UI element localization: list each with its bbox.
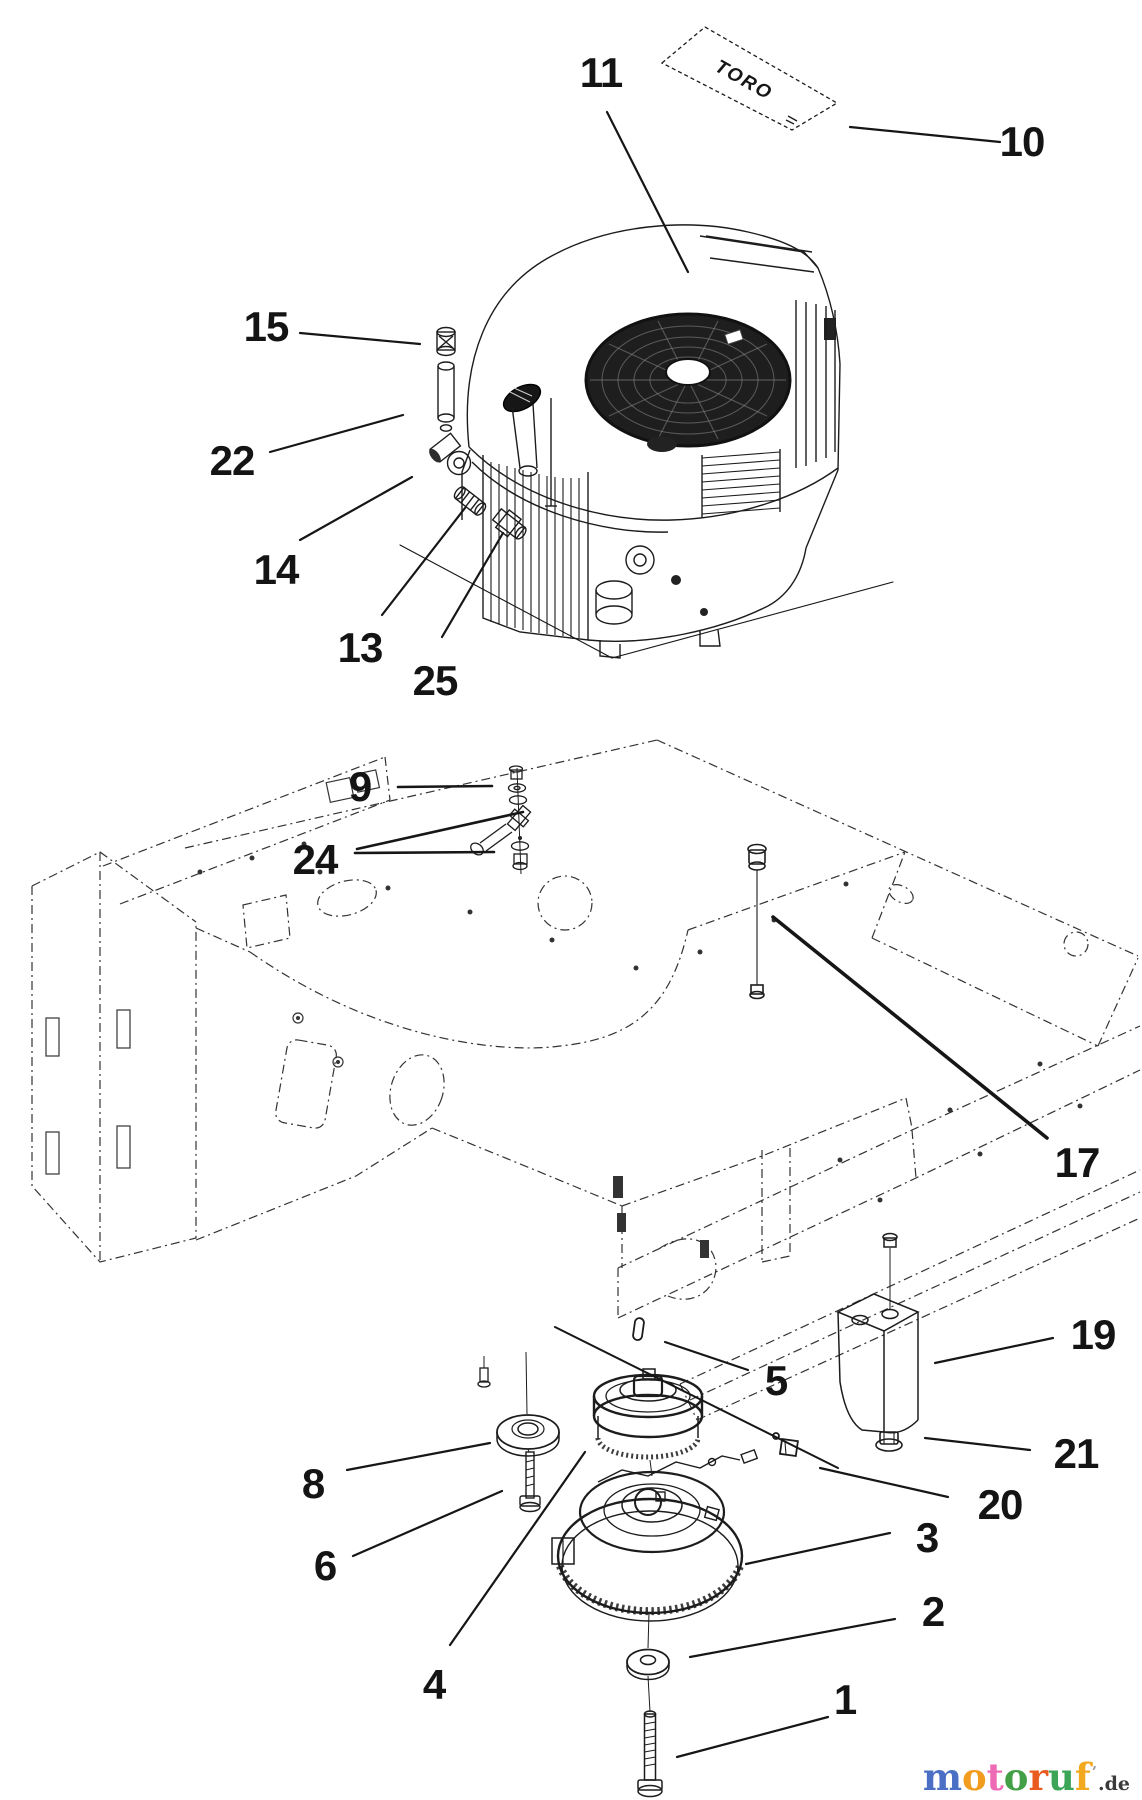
callout-11: 11 bbox=[579, 49, 623, 96]
callout-2: 2 bbox=[921, 1588, 945, 1635]
frame-hole-details bbox=[45, 769, 1083, 1258]
callout-15: 15 bbox=[243, 303, 290, 350]
motoruf-watermark-letter: u bbox=[1047, 1755, 1075, 1799]
callout-4: 4 bbox=[422, 1661, 446, 1708]
callout-17: 17 bbox=[1054, 1139, 1101, 1186]
bolt-6 bbox=[519, 1448, 541, 1513]
callout-6: 6 bbox=[313, 1542, 337, 1589]
motoruf-watermark-letters: motoruf bbox=[923, 1755, 1091, 1799]
pulley bbox=[592, 1368, 704, 1460]
motoruf-watermark: motoruf’.de bbox=[923, 1759, 1130, 1796]
callout-19: 19 bbox=[1070, 1311, 1117, 1358]
fitting-parts bbox=[429, 326, 527, 540]
motoruf-watermark-tick: ’ bbox=[1091, 1762, 1097, 1781]
motoruf-watermark-letter: f bbox=[1074, 1755, 1091, 1799]
motoruf-watermark-letter: o bbox=[1003, 1755, 1029, 1799]
callout-24: 24 bbox=[292, 836, 339, 883]
washer-2 bbox=[626, 1611, 670, 1681]
callout-25: 25 bbox=[412, 657, 459, 704]
motoruf-watermark-letter: o bbox=[961, 1755, 987, 1799]
toro-decal-text: TORO bbox=[711, 56, 776, 105]
callout-5: 5 bbox=[764, 1357, 788, 1404]
key-5 bbox=[632, 1317, 645, 1341]
callout-14: 14 bbox=[253, 546, 300, 593]
small-bolt bbox=[477, 1356, 491, 1388]
callout-20: 20 bbox=[977, 1481, 1024, 1528]
nut-21 bbox=[875, 1431, 903, 1452]
motoruf-watermark-suffix: .de bbox=[1098, 1773, 1130, 1795]
frame-bolt-17 bbox=[747, 843, 767, 1000]
callout-21: 21 bbox=[1053, 1430, 1100, 1477]
callout-9: 9 bbox=[348, 763, 372, 810]
engine-illustration bbox=[461, 224, 841, 659]
clutch bbox=[551, 1459, 744, 1622]
toro-decal bbox=[660, 26, 839, 131]
callout-8: 8 bbox=[301, 1460, 325, 1507]
bolt-1 bbox=[637, 1675, 663, 1798]
callout-3: 3 bbox=[915, 1514, 939, 1561]
callout-22: 22 bbox=[209, 437, 256, 484]
motoruf-watermark-letter: t bbox=[986, 1755, 1004, 1799]
bracket-19 bbox=[836, 1232, 920, 1434]
clutch-wire bbox=[597, 1448, 759, 1483]
motoruf-watermark-letter: m bbox=[922, 1755, 962, 1799]
washer-8 bbox=[496, 1351, 560, 1457]
callout-10: 10 bbox=[999, 118, 1046, 165]
callout-13: 13 bbox=[337, 624, 384, 671]
motoruf-watermark-letter: r bbox=[1028, 1755, 1048, 1799]
hardware-cluster bbox=[470, 765, 532, 875]
leader-lines bbox=[268, 110, 1055, 1759]
frame-illustration bbox=[31, 739, 1141, 1421]
callout-1: 1 bbox=[833, 1676, 857, 1723]
